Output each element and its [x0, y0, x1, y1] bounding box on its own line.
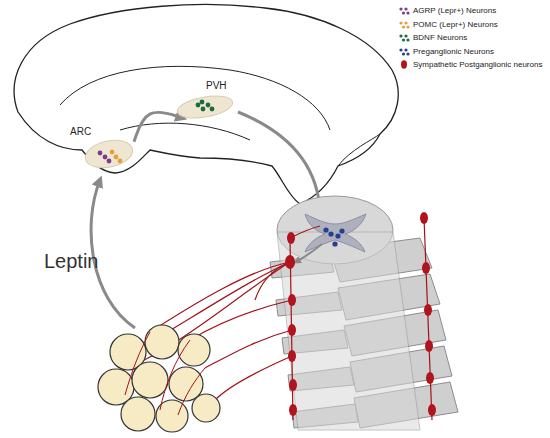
- region-label: PVH: [206, 80, 227, 91]
- legend-text: BDNF Neurons: [413, 33, 467, 42]
- brain-fold: [60, 66, 330, 130]
- legend-swatch: [398, 6, 410, 15]
- legend-entry: BDNF Neurons: [398, 33, 467, 42]
- neuron-dot: [196, 103, 201, 108]
- fat-cells: [98, 325, 220, 432]
- legend-swatch: [398, 47, 410, 56]
- descending-arrow: [238, 112, 320, 212]
- legend-text: Sympathetic Postganglionic neurons: [413, 60, 542, 69]
- neuron-dot: [107, 159, 112, 164]
- legend-entry: AGRP (Lepr+) Neurons: [398, 6, 496, 15]
- spinal-cord-body: [277, 232, 420, 430]
- connector-layer: [134, 112, 183, 141]
- neuron-dot: [200, 100, 205, 105]
- nucleus-region: [176, 92, 235, 121]
- legend-text: Preganglionic Neurons: [413, 47, 494, 56]
- hormone-label: Leptin: [44, 250, 99, 273]
- brain-nucleus: PVH: [176, 96, 234, 118]
- legend-swatch: [398, 20, 410, 29]
- legend-text: POMC (Lepr+) Neurons: [413, 20, 498, 29]
- brain-nucleus: ARC: [84, 140, 134, 168]
- preganglionic-dots: [323, 227, 344, 246]
- neuron-dot: [118, 159, 123, 164]
- sympathetic-ganglia: [285, 212, 436, 416]
- brain-fold: [338, 134, 380, 166]
- legend-swatch: [398, 60, 410, 69]
- region-label: ARC: [70, 126, 91, 137]
- brain-outline: [14, 5, 398, 204]
- legend-text: AGRP (Lepr+) Neurons: [413, 6, 496, 15]
- nucleus-region: [83, 136, 135, 171]
- nerve-fibers: [100, 218, 432, 420]
- projection-arrow: [134, 112, 183, 141]
- neuron-dot: [98, 151, 103, 156]
- nucleus-shape: [176, 96, 234, 118]
- neuron-dot: [110, 150, 115, 155]
- neuron-dot: [210, 107, 215, 112]
- neuron-dot: [206, 103, 211, 108]
- legend-entry: POMC (Lepr+) Neurons: [398, 20, 498, 29]
- fat-fibers: [125, 332, 205, 415]
- grey-matter: [305, 214, 366, 252]
- nucleus-shape: [84, 140, 134, 168]
- neuron-dot: [103, 155, 108, 160]
- legend-entry: Preganglionic Neurons: [398, 47, 494, 56]
- neuron-dot: [201, 107, 206, 112]
- neuron-dot: [114, 155, 119, 160]
- legend-swatch: [398, 33, 410, 42]
- legend-entry: Sympathetic Postganglionic neurons: [398, 60, 542, 69]
- preganglionic-arrow: [296, 244, 322, 262]
